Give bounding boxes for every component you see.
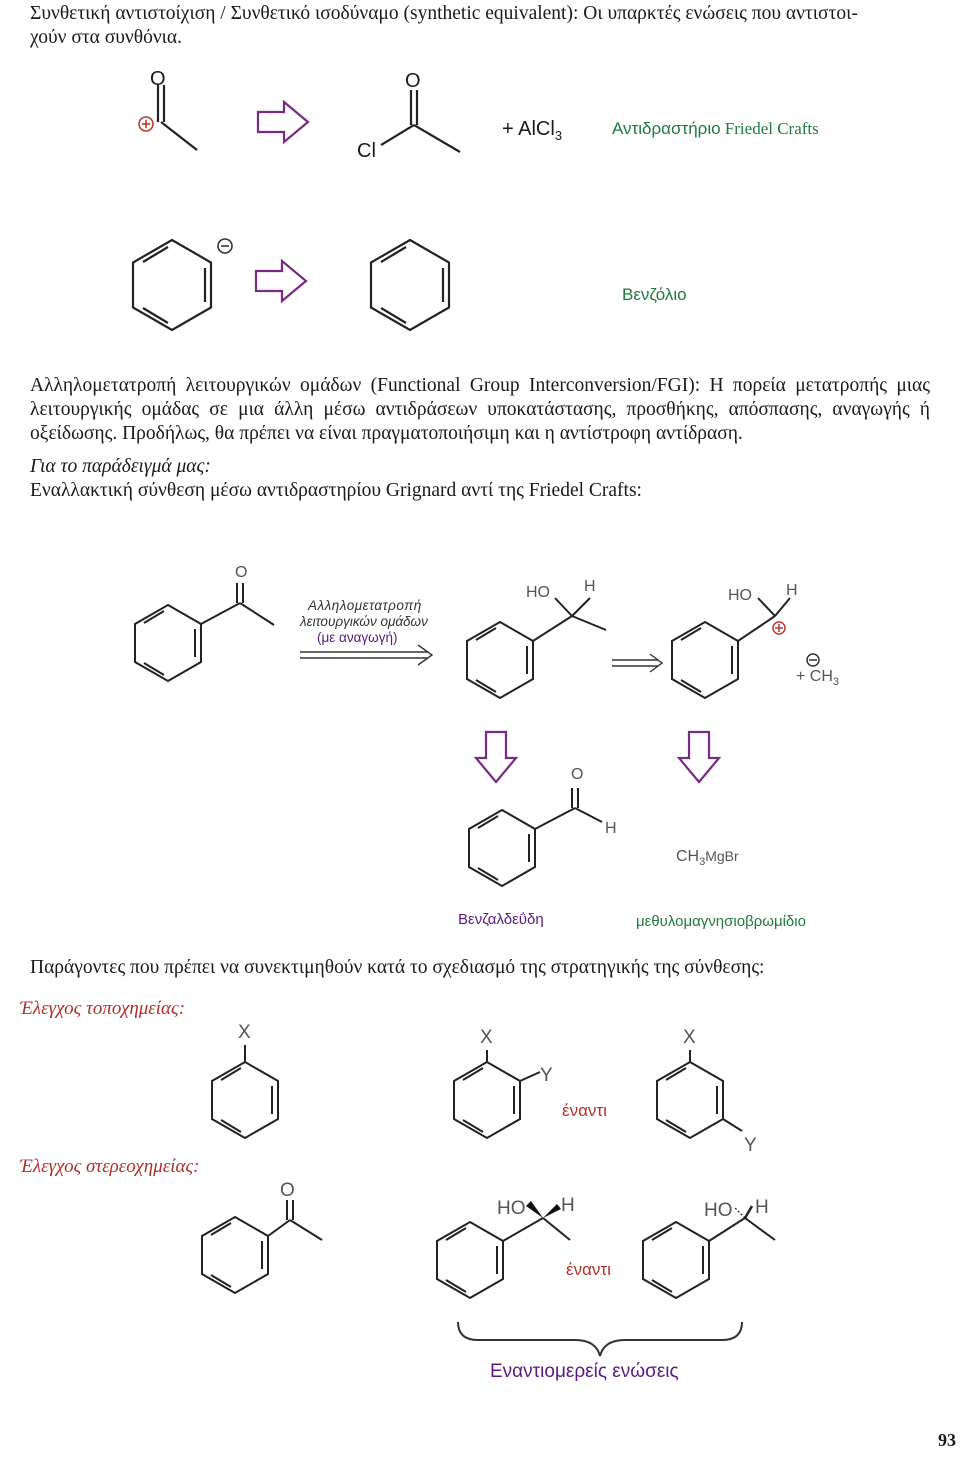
benzene-label: Βενζόλιο	[622, 285, 687, 304]
stereo-atom-o: O	[280, 1180, 295, 1201]
grignard-subscript: 3	[699, 856, 706, 869]
regio-compound-2	[453, 1050, 541, 1139]
grignard-label: μεθυλομαγνησιοβρωμίδιο	[636, 913, 806, 930]
stereo-atom-ho-2: HO	[704, 1200, 733, 1221]
scheme1-atom-cl: Cl	[357, 140, 376, 162]
acylium-synthon	[138, 85, 198, 151]
scheme2-atom-ho-1: HO	[526, 584, 550, 601]
methyl-anion-text: + CH	[796, 668, 833, 685]
stereo-enantiomer-s	[642, 1205, 776, 1299]
minus-charge-icon	[217, 238, 233, 254]
plus-charge-icon-2	[772, 621, 786, 635]
fgi-paragraph: Αλληλομετατροπή λειτουργικών ομάδων (Fun…	[30, 375, 930, 444]
enantiomer-brace-icon	[457, 1321, 743, 1357]
scheme1-atom-o-2: O	[405, 70, 421, 92]
factors-heading: Παράγοντες που πρέπει να συνεκτιμηθούν κ…	[30, 957, 765, 978]
benzaldehyde	[468, 788, 603, 887]
stereo-enantiomer-r	[436, 1201, 571, 1299]
intro-line-1: Συνθετική αντιστοίχιση / Συνθετικό ισοδύ…	[30, 3, 858, 24]
stereochemistry-label: Έλεγχος στερεοχημείας:	[20, 1156, 200, 1177]
grignard-mgbr: MgBr	[705, 848, 739, 864]
regio-atom-x-1: X	[238, 1022, 251, 1043]
benzene-ring	[369, 238, 451, 332]
regio-compound-1	[211, 1045, 279, 1139]
stereo-atom-h-1: H	[561, 1195, 575, 1216]
benzaldehyde-label: Βενζαλδεΰδη	[458, 911, 544, 928]
methyl-anion-subscript: 3	[832, 676, 840, 689]
enantiomers-label: Εναντιομερείς ενώσεις	[490, 1361, 679, 1382]
scheme2-atom-ho-2: HO	[728, 587, 752, 604]
scheme2-atom-o-1: O	[235, 564, 248, 581]
scheme2-atom-h-3: H	[605, 820, 617, 837]
regio-atom-y-2: Y	[744, 1135, 757, 1156]
fgi-arrow-icon	[300, 644, 434, 666]
friedel-label-english: Friedel Crafts	[724, 119, 819, 138]
page-number: 93	[938, 1430, 956, 1450]
acetyl-chloride	[380, 90, 461, 153]
synthetic-equivalent-arrow-icon-2	[254, 259, 308, 303]
stereo-atom-h-2: H	[755, 1197, 769, 1218]
friedel-label-greek: Αντιδραστήριο	[612, 119, 721, 138]
scheme1-atom-o-1: O	[150, 68, 166, 90]
regiochemistry-label: Έλεγχος τοποχημείας:	[20, 998, 186, 1019]
grignard-ch: CH	[676, 848, 700, 865]
retrosynthesis-arrow-icon	[612, 653, 664, 673]
friedel-crafts-label: Αντιδραστήριο Friedel Crafts	[612, 119, 819, 139]
regio-atom-x-2: X	[480, 1027, 493, 1048]
alternative-synthesis-text: Εναλλακτική σύνθεση μέσω αντιδραστηρίου …	[30, 480, 642, 501]
methylmagnesium-bromide-formula: CH3MgBr	[676, 848, 739, 868]
fgi-arrow-label-2: λειτουργικών ομάδων	[300, 614, 428, 629]
synthetic-equivalent-arrow-down-icon-2	[677, 730, 721, 784]
scheme2-atom-h-2: H	[786, 582, 798, 599]
methyl-anion: + CH3	[796, 668, 839, 688]
scheme2-atom-h-1: H	[584, 578, 596, 595]
fgi-arrow-label-1: Αλληλομετατροπή	[308, 598, 422, 613]
intro-line-2: χούν στα συνθόνια.	[30, 27, 182, 48]
phenyl-anion	[131, 238, 233, 332]
acetophenone	[134, 583, 275, 682]
stereo-acetophenone	[201, 1200, 323, 1294]
regio-compound-3	[656, 1050, 743, 1139]
scheme2-atom-o-2: O	[571, 766, 584, 783]
stereo-atom-ho-1: HO	[497, 1198, 526, 1219]
synthetic-equivalent-arrow-icon	[256, 100, 310, 144]
carbocation-synthon	[671, 597, 820, 699]
aluminium-chloride-reagent: + AlCl3	[502, 118, 562, 143]
fgi-arrow-label-3: (με αναγωγή)	[317, 630, 398, 645]
plus-charge-icon	[138, 116, 154, 132]
aluminium-chloride-text: + AlCl	[502, 118, 555, 140]
example-intro: Για το παράδειγμά μας:	[30, 456, 211, 477]
stereo-versus: έναντι	[566, 1260, 611, 1279]
phenylethanol	[466, 597, 607, 699]
synthetic-equivalent-arrow-down-icon	[474, 730, 518, 784]
aluminium-chloride-subscript: 3	[554, 128, 563, 143]
regio-versus: έναντι	[562, 1101, 607, 1120]
minus-charge-icon-2	[806, 653, 820, 667]
regio-atom-x-3: X	[683, 1027, 696, 1048]
regio-atom-y-1: Y	[540, 1065, 553, 1086]
